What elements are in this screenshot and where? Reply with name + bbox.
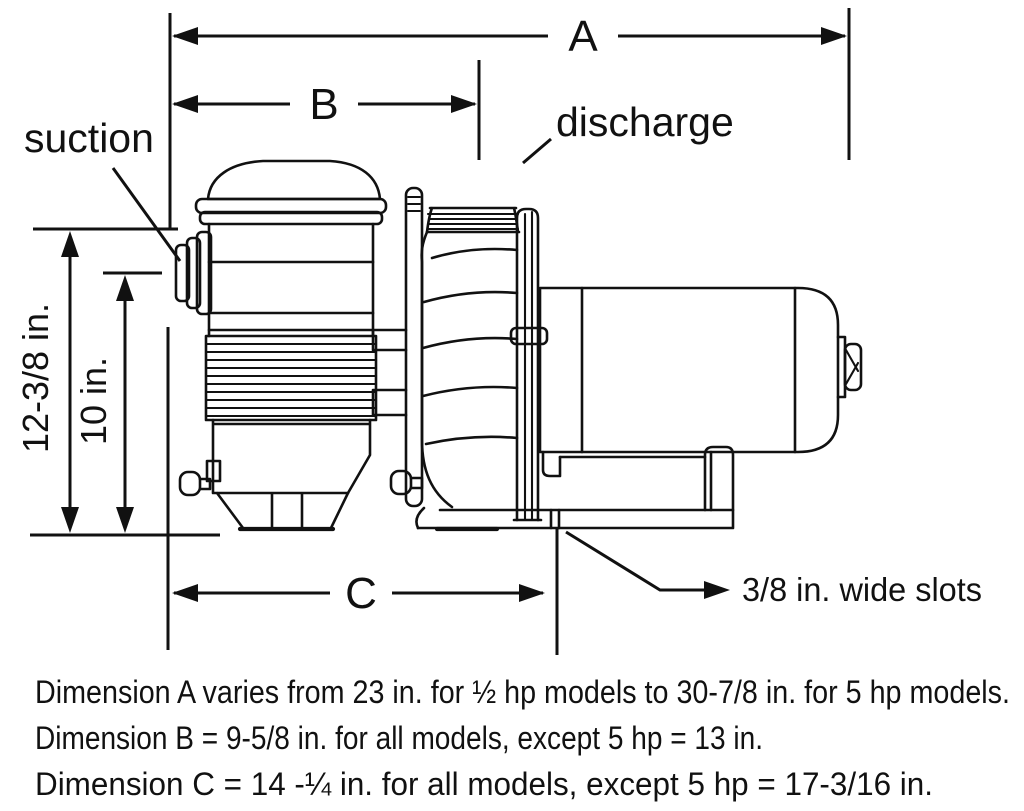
- dimension-c-label: C: [345, 569, 377, 618]
- strainer-pot: [174, 159, 388, 532]
- dimension-suction-height: 10 in.: [73, 271, 162, 533]
- seal-plate: [371, 186, 424, 508]
- discharge-callout: discharge: [522, 99, 734, 165]
- note-dimension-a: Dimension A varies from 23 in. for ½ hp …: [35, 674, 1010, 710]
- dimension-a: A: [168, 8, 851, 229]
- discharge-label: discharge: [556, 99, 734, 145]
- mounting-base: [415, 445, 735, 532]
- dimension-notes: Dimension A varies from 23 in. for ½ hp …: [35, 674, 1010, 802]
- dimension-b-label: B: [309, 80, 338, 129]
- slots-label: 3/8 in. wide slots: [742, 571, 982, 608]
- suction-label: suction: [24, 115, 154, 161]
- volute-housing: [420, 206, 521, 509]
- dimension-overall-height: 12-3/8 in.: [15, 227, 178, 533]
- note-dimension-c: Dimension C = 14 -¼ in. for all models, …: [35, 766, 933, 802]
- suction-callout: suction: [24, 115, 182, 262]
- slots-callout: 3/8 in. wide slots: [565, 530, 982, 608]
- dimension-c: C: [166, 327, 559, 655]
- suction-height-label: 10 in.: [73, 357, 114, 445]
- dimension-a-label: A: [568, 12, 598, 61]
- dimension-b: B: [172, 60, 481, 160]
- clamp-band: [509, 207, 549, 522]
- overall-height-label: 12-3/8 in.: [15, 303, 56, 453]
- note-dimension-b: Dimension B = 9-5/8 in. for all models, …: [35, 720, 763, 756]
- pump-drawing: [174, 159, 863, 532]
- motor: [538, 286, 863, 454]
